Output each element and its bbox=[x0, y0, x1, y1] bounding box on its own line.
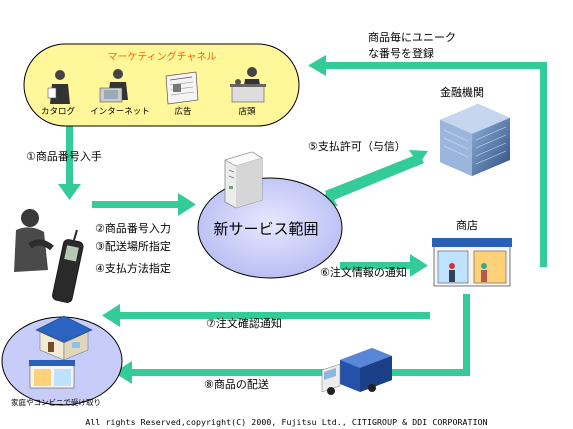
channel-item-catalog: カタログ bbox=[41, 106, 76, 117]
arrow-service-to-bank bbox=[325, 150, 428, 197]
store-counter-icon bbox=[230, 67, 266, 103]
step-5-label: ⑤支払許可（与信） bbox=[308, 139, 406, 153]
arrow-order-confirm bbox=[102, 304, 430, 327]
step-4-label: ④支払方法指定 bbox=[95, 261, 171, 275]
channel-item-internet: インターネット bbox=[90, 107, 150, 117]
step-1-label: ①商品番号入手 bbox=[26, 149, 102, 163]
copyright-footer: All rights Reserved,copyright(C) 2000, F… bbox=[85, 417, 488, 427]
arrow-input-to-service bbox=[92, 193, 196, 216]
house-icon bbox=[35, 315, 93, 361]
step-7-label: ⑦注文確認通知 bbox=[206, 316, 282, 330]
arrow-delivery bbox=[114, 294, 470, 384]
delivery-truck-icon bbox=[321, 348, 392, 395]
bank-label: 金融機関 bbox=[440, 85, 484, 99]
catalog-person-icon bbox=[47, 70, 70, 104]
arrow-bank-to-service bbox=[318, 157, 424, 206]
internet-person-icon bbox=[99, 69, 128, 103]
newspaper-ad-icon bbox=[165, 71, 199, 105]
arrow-order-notify bbox=[340, 254, 428, 277]
step-2-label: ②商品番号入力 bbox=[95, 221, 171, 235]
phone-user-icon bbox=[14, 209, 54, 272]
channel-item-ad: 広告 bbox=[174, 106, 191, 117]
convenience-store-icon bbox=[29, 360, 75, 389]
step-8-label: ⑧商品の配送 bbox=[204, 377, 269, 391]
register-note-line1: 商品毎にユニーク bbox=[368, 30, 456, 44]
flow-arrows bbox=[58, 55, 547, 384]
step-3-label: ③配送場所指定 bbox=[95, 239, 171, 253]
home-label: 家庭やコンビニで受け取り bbox=[11, 397, 101, 407]
step-6-label: ⑥注文情報の通知 bbox=[320, 265, 407, 279]
bank-building-icon bbox=[440, 104, 510, 176]
mobile-phone-icon bbox=[52, 229, 84, 303]
arrow-get-number bbox=[58, 98, 81, 200]
arrow-register-numbers bbox=[308, 55, 547, 267]
register-note-line2: な番号を登録 bbox=[368, 46, 434, 60]
channel-item-storefront: 店頭 bbox=[238, 106, 256, 117]
server-icon bbox=[224, 151, 263, 209]
marketing-channel: マーケティングチャネル bbox=[23, 43, 300, 127]
service-label: 新サービス範囲 bbox=[213, 220, 318, 238]
store-icon bbox=[432, 238, 512, 287]
store-label: 商店 bbox=[456, 218, 478, 232]
channel-title: マーケティングチャネル bbox=[107, 50, 216, 63]
